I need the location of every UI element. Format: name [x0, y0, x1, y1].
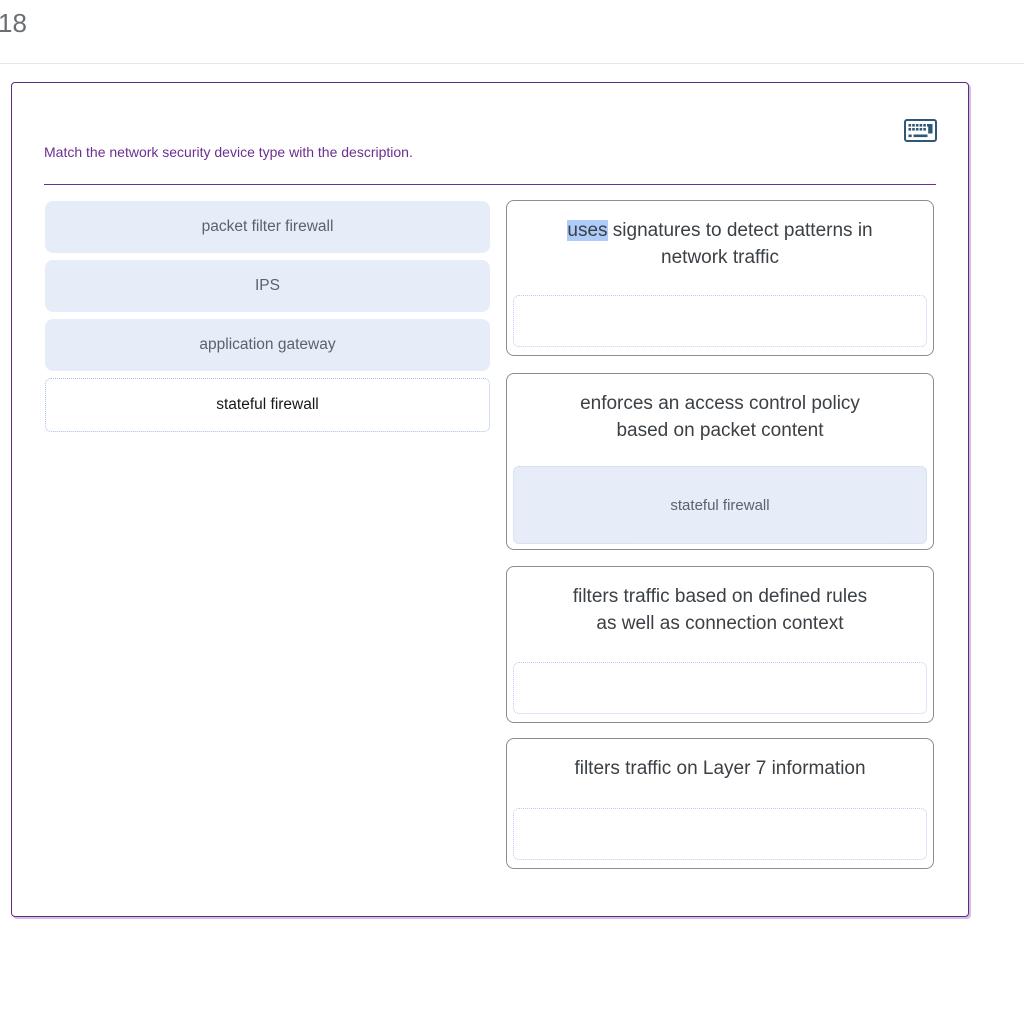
dropzone-access-control-policy[interactable]: stateful firewall: [513, 466, 927, 544]
target-layer7-information: filters traffic on Layer 7 information: [506, 738, 934, 869]
target-uses-signatures: uses signatures to detect patterns in ne…: [506, 200, 934, 356]
target-description: filters traffic on Layer 7 information: [574, 758, 866, 779]
keyboard-icon[interactable]: [902, 119, 938, 145]
target-defined-rules-context: filters traffic based on defined rules a…: [506, 566, 934, 723]
option-ips[interactable]: IPS: [45, 260, 490, 312]
placed-answer[interactable]: stateful firewall: [670, 496, 770, 514]
option-packet-filter-firewall[interactable]: packet filter firewall: [45, 201, 490, 253]
target-description: enforces an access control policy based …: [580, 393, 860, 441]
target-description: uses signatures to detect patterns in ne…: [507, 201, 933, 271]
target-description-text: signatures to detect patterns in network…: [612, 220, 873, 268]
keyboard-icon-glyph: [903, 119, 937, 142]
target-access-control-policy: enforces an access control policy based …: [506, 373, 934, 550]
option-application-gateway[interactable]: application gateway: [45, 319, 490, 371]
highlighted-word: uses: [567, 220, 608, 241]
question-prompt: Match the network security device type w…: [44, 144, 413, 160]
question-card: Match the network security device type w…: [11, 82, 969, 917]
target-description: filters traffic based on defined rules a…: [572, 586, 868, 634]
top-divider: [0, 63, 1024, 64]
dropzone-defined-rules-context[interactable]: [513, 662, 927, 714]
question-number: 18: [0, 8, 27, 38]
dropzone-uses-signatures[interactable]: [513, 295, 927, 347]
option-stateful-firewall[interactable]: stateful firewall: [45, 378, 490, 432]
prompt-divider: [44, 184, 936, 185]
dropzone-layer7-information[interactable]: [513, 808, 927, 860]
